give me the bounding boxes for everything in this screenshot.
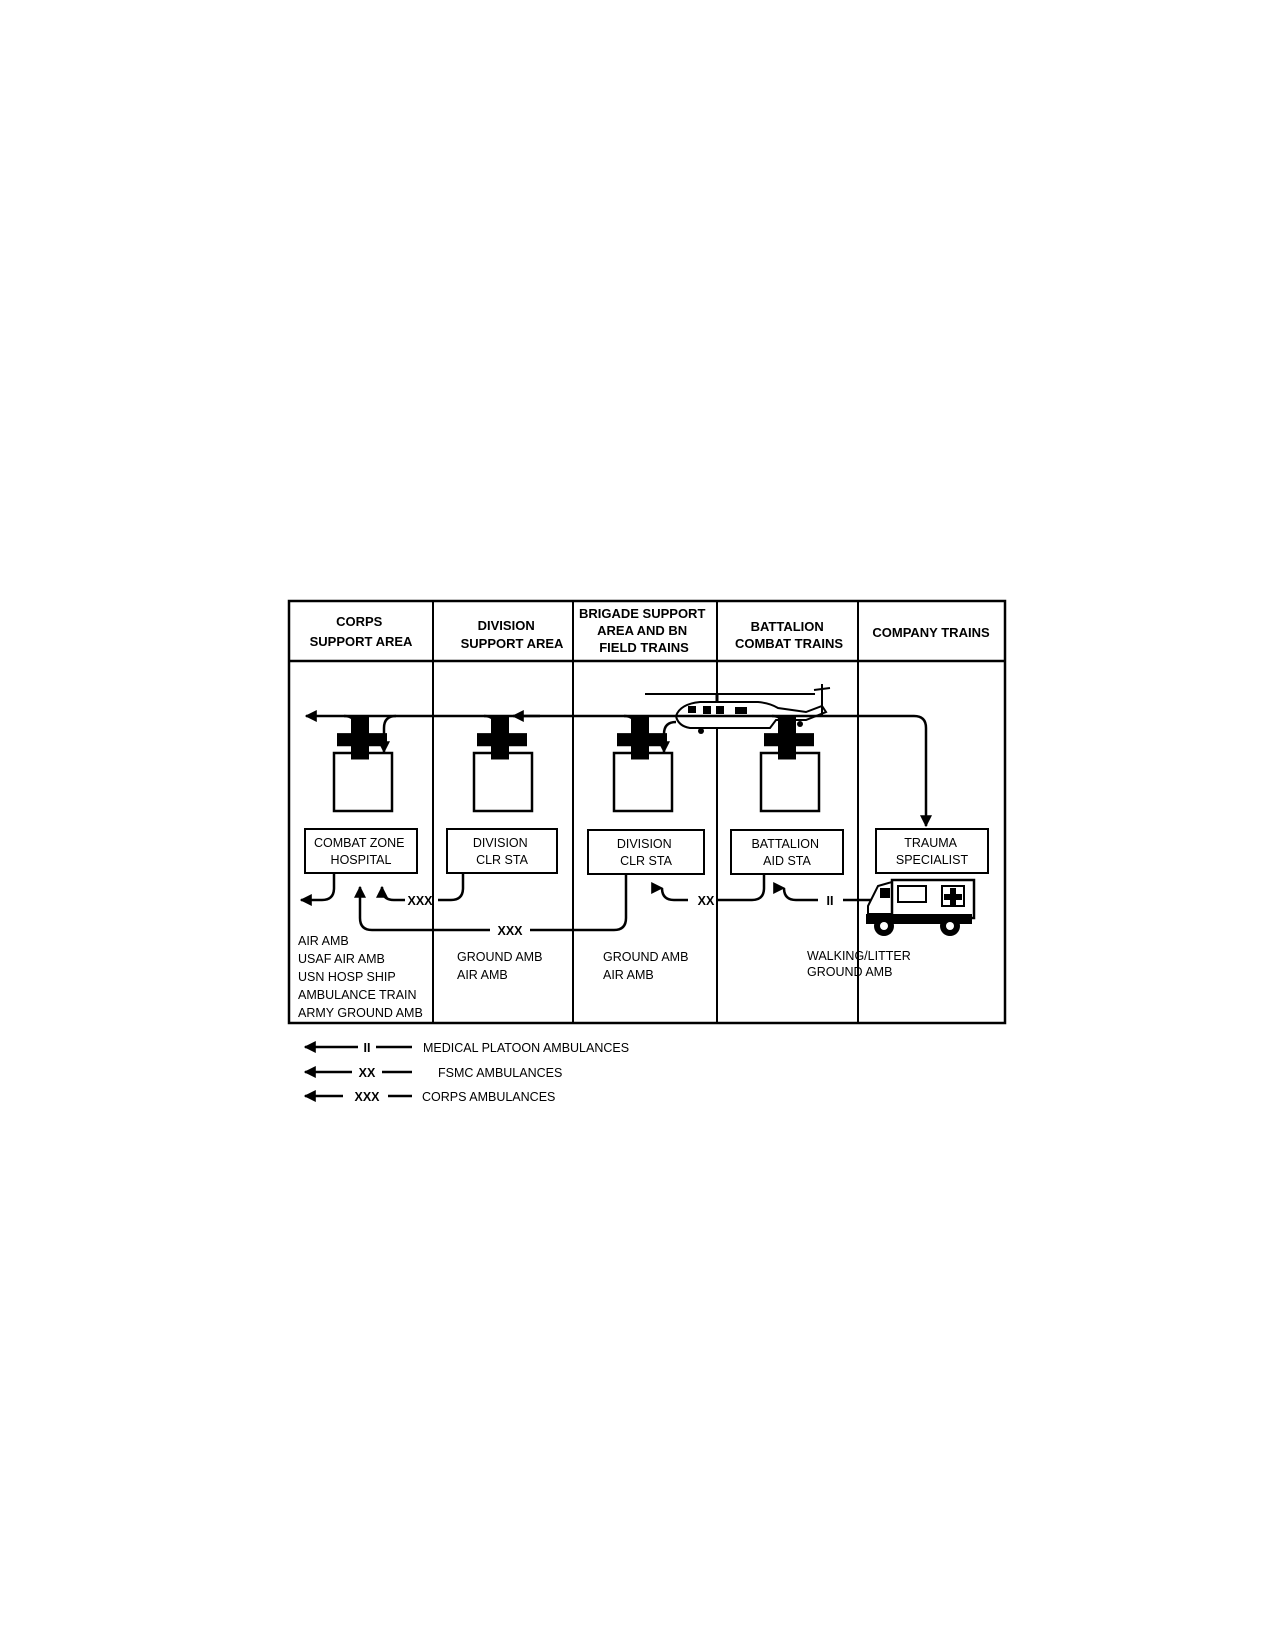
station-trauma-specialist: TRAUMA SPECIALIST xyxy=(875,828,989,874)
column-header-brigade: BRIGADE SUPPORT AREA AND BN FIELD TRAINS xyxy=(579,606,709,655)
station-combat-zone-hospital: COMBAT ZONE HOSPITAL xyxy=(304,828,418,874)
red-cross-icon xyxy=(612,716,674,813)
ground-evac-routes xyxy=(299,873,890,932)
svg-text:COMBAT ZONE HOSPITAL: COMBAT ZONE HOSPITAL xyxy=(314,836,408,867)
station-battalion-aid-sta: BATTALION AID STA xyxy=(730,829,844,875)
column-header-battalion: BATTALION COMBAT TRAINS xyxy=(735,619,843,651)
svg-text:BATTALION AID STA: BATTALION AID STA xyxy=(751,837,822,868)
svg-text:XX: XX xyxy=(359,1066,376,1080)
route-marker-xxx: XXX xyxy=(407,894,433,908)
helicopter-icon xyxy=(645,684,831,734)
legend-item: XXX CORPS AMBULANCES xyxy=(303,1090,555,1104)
red-cross-icon xyxy=(332,716,394,813)
station-division-clr-sta: DIVISION CLR STA xyxy=(446,828,558,874)
evac-means-corps: AIR AMB USAF AIR AMB USN HOSP SHIP AMBUL… xyxy=(298,934,423,1020)
svg-text:DIVISION CLR STA: DIVISION CLR STA xyxy=(473,836,531,867)
route-marker-xxx: XXX xyxy=(497,924,523,938)
svg-text:FSMC AMBULANCES: FSMC AMBULANCES xyxy=(438,1066,562,1080)
svg-text:II: II xyxy=(364,1041,371,1055)
evac-means-battalion-company: WALKING/LITTER GROUND AMB xyxy=(807,949,914,979)
legend: II MEDICAL PLATOON AMBULANCES XX FSMC AM… xyxy=(303,1041,629,1104)
column-header-company: COMPANY TRAINS xyxy=(872,625,990,640)
red-cross-icon xyxy=(472,716,534,813)
column-header-division: DIVISION SUPPORT AREA xyxy=(461,618,564,651)
red-cross-icon xyxy=(759,716,821,813)
legend-item: II MEDICAL PLATOON AMBULANCES xyxy=(303,1041,629,1055)
evac-means-division: GROUND AMB AIR AMB xyxy=(457,950,546,982)
svg-text:MEDICAL PLATOON AMBULANCES: MEDICAL PLATOON AMBULANCES xyxy=(423,1041,629,1055)
svg-text:DIVISION CLR STA: DIVISION CLR STA xyxy=(617,837,675,868)
legend-item: XX FSMC AMBULANCES xyxy=(303,1066,562,1080)
column-header-corps: CORPS SUPPORT AREA xyxy=(310,614,413,649)
evac-means-brigade: GROUND AMB AIR AMB xyxy=(603,950,692,982)
diagram-frame xyxy=(287,599,1007,1025)
route-marker-xx: XX xyxy=(698,894,715,908)
route-marker-ii: II xyxy=(827,894,834,908)
svg-text:TRAUMA SPECIALIST: TRAUMA SPECIALIST xyxy=(896,836,969,867)
svg-text:CORPS AMBULANCES: CORPS AMBULANCES xyxy=(422,1090,555,1104)
ground-ambulance-icon xyxy=(866,878,976,936)
station-brigade-clr-sta: DIVISION CLR STA xyxy=(587,829,705,875)
svg-text:XXX: XXX xyxy=(354,1090,380,1104)
